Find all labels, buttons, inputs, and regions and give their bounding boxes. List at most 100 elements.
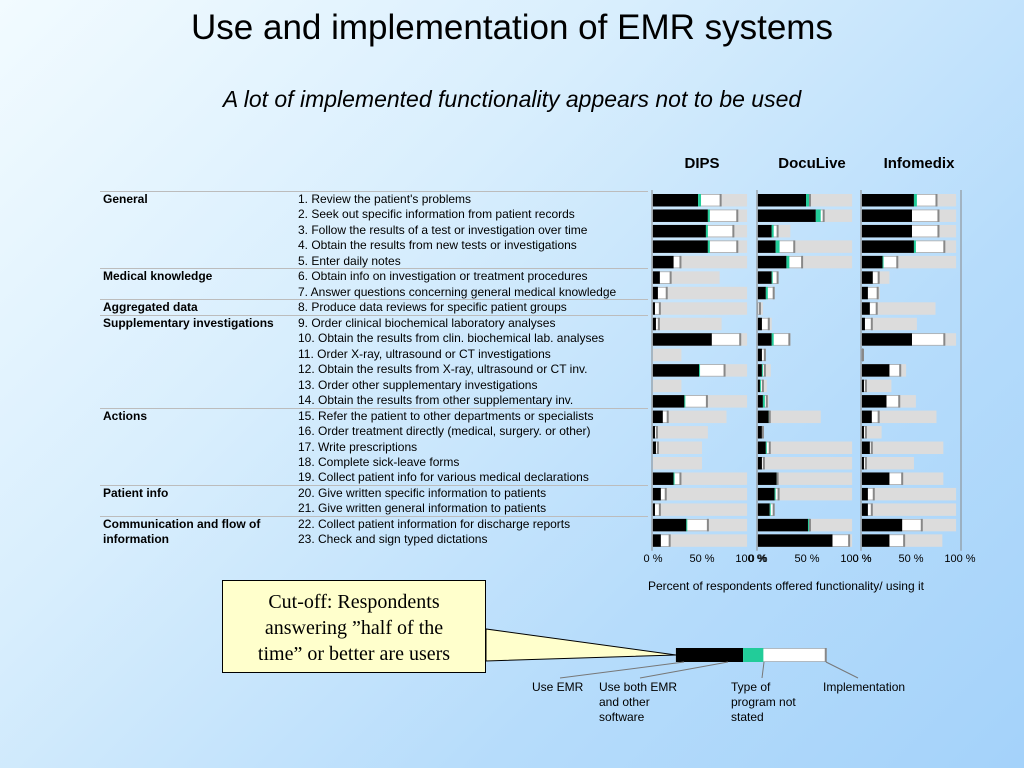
page-subtitle: A lot of implemented functionality appea… — [222, 86, 802, 112]
bar-use-emr — [758, 194, 807, 207]
bar-implementation — [862, 456, 914, 470]
bar-end-marker — [732, 224, 735, 238]
category-separator — [100, 314, 648, 316]
bar-end-marker — [943, 333, 946, 346]
bar-use-both — [765, 286, 768, 300]
bar-end-marker — [706, 518, 709, 532]
bar-end-marker — [679, 472, 682, 485]
bar-implementation — [758, 487, 853, 501]
bar-end-marker — [943, 240, 946, 253]
bar-use-both — [771, 224, 774, 238]
bar-end-marker — [870, 317, 873, 331]
bar-use-emr — [758, 271, 772, 284]
bar-end-marker — [762, 456, 765, 470]
bar-end-marker — [655, 426, 658, 439]
bar-end-marker — [864, 379, 867, 393]
bar-end-marker — [848, 534, 851, 547]
bar-implementation — [862, 410, 937, 424]
bar-end-marker — [864, 426, 867, 439]
bar-use-emr — [653, 518, 687, 532]
category-separator — [100, 484, 648, 486]
bar-end-marker — [901, 472, 904, 485]
item-label-22: 22. Collect patient information for disc… — [298, 516, 571, 531]
x-tick-label: 0 % — [853, 553, 872, 565]
bar-use-both — [684, 395, 686, 408]
bar-use-both — [775, 240, 780, 253]
category-label-7: Communication and flow of information — [103, 516, 261, 546]
item-label-19: 19. Collect patient info for various med… — [298, 470, 589, 485]
bar-use-both — [815, 209, 821, 222]
x-tick-label: 50 % — [794, 553, 819, 565]
bar-use-emr — [758, 410, 769, 424]
bar-use-both — [765, 441, 767, 454]
bar-use-emr — [653, 410, 663, 424]
bar-use-emr — [653, 426, 655, 439]
bar-use-emr — [653, 503, 655, 516]
bar-end-marker — [875, 302, 878, 315]
bar-end-marker — [736, 209, 739, 222]
category-separator — [100, 515, 648, 517]
bar-implementation — [862, 503, 957, 516]
column-header-infomedix: Infomedix — [883, 155, 955, 172]
bar-use-emr — [758, 534, 833, 547]
callout-line-3: time” or better are users — [257, 643, 451, 665]
bar-end-marker — [763, 348, 766, 362]
bar-end-marker — [896, 255, 899, 269]
legend-sample-use-both — [743, 648, 764, 662]
bar-use-emr — [862, 240, 914, 253]
bar-end-marker — [763, 364, 766, 377]
bar-end-marker — [870, 503, 873, 516]
bar-implementation — [653, 410, 727, 424]
bar-use-emr — [758, 472, 777, 485]
item-label-12: 12. Obtain the results from X-ray, ultra… — [298, 362, 588, 377]
bar-implementation — [653, 302, 748, 315]
bar-use-emr — [862, 456, 864, 470]
column-header-doculive: DocuLive — [778, 155, 846, 172]
bar-use-emr — [862, 426, 864, 439]
bar-end-marker — [920, 518, 923, 532]
x-tick-label: 0 % — [749, 553, 768, 565]
item-label-2: 2. Seek out specific information from pa… — [298, 207, 575, 222]
bar-end-marker — [822, 209, 825, 222]
bar-end-marker — [777, 487, 780, 501]
bar-end-marker — [872, 487, 875, 501]
bar-end-marker — [776, 224, 779, 238]
bar-end-marker — [776, 472, 779, 485]
bar-use-emr — [862, 503, 868, 516]
bar-implementation — [653, 317, 722, 331]
bar-end-marker — [808, 518, 811, 532]
bar-use-emr — [653, 240, 708, 253]
item-label-7: 7. Answer questions concerning general m… — [298, 284, 617, 299]
item-label-10: 10. Obtain the results from clin. bioche… — [298, 331, 605, 346]
bar-use-emr — [653, 364, 700, 377]
item-label-4: 4. Obtain the results from new tests or … — [298, 238, 577, 253]
bar-end-marker — [656, 441, 659, 454]
bar-implementation — [653, 348, 682, 362]
bar-use-emr — [653, 534, 661, 547]
item-label-20: 20. Give written specific information to… — [298, 485, 547, 500]
bar-use-emr — [653, 317, 656, 331]
bar-end-marker — [899, 364, 902, 377]
column-header-dips: DIPS — [684, 155, 720, 172]
item-label-21: 21. Give written general information to … — [298, 501, 547, 516]
x-tick-label: 50 % — [898, 553, 923, 565]
bar-use-emr — [862, 302, 870, 315]
bar-use-emr — [653, 487, 661, 501]
bar-implementation — [862, 487, 957, 501]
bar-use-both — [913, 194, 917, 207]
bar-end-marker — [877, 271, 880, 284]
bar-end-marker — [765, 395, 768, 408]
bar-use-emr — [758, 503, 770, 516]
bar-use-both — [761, 364, 763, 377]
item-label-5: 5. Enter daily notes — [298, 253, 401, 268]
bar-end-marker — [665, 286, 668, 300]
bar-use-both — [882, 255, 884, 269]
bar-implementation — [758, 472, 853, 485]
x-tick-label: 100 % — [840, 553, 871, 565]
bar-use-emr — [653, 224, 706, 238]
x-tick-label: 100 % — [944, 553, 975, 565]
bar-end-marker — [793, 240, 796, 253]
bar-use-emr — [862, 518, 903, 532]
bar-use-both — [705, 224, 708, 238]
